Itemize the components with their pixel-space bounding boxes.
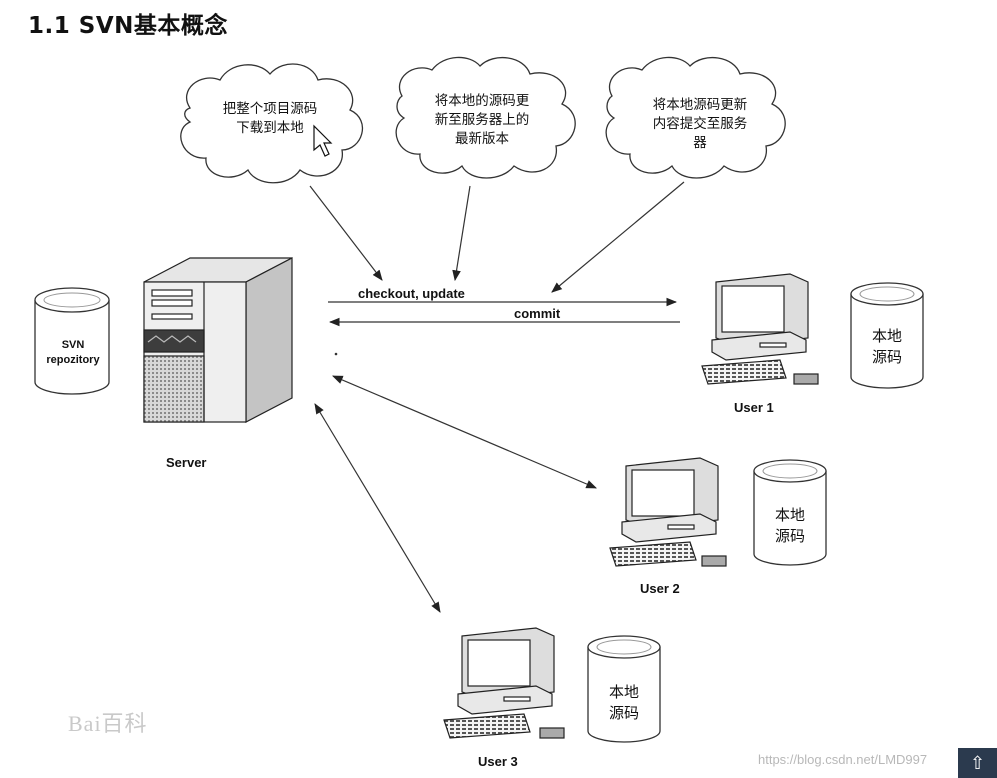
baidu-watermark: Bai百科 xyxy=(68,711,148,736)
user1-computer-icon xyxy=(701,273,819,385)
svn-repository-label: SVN repozitory xyxy=(46,339,100,366)
cloud-commit xyxy=(605,56,786,179)
arrow-up-icon: ⇧ xyxy=(969,752,986,773)
server-icon xyxy=(143,257,293,423)
user3-sync-arrow xyxy=(314,403,441,613)
server-label: Server xyxy=(166,455,207,470)
cloud-text-update: 将本地的源码更 新至服务器上的 最新版本 xyxy=(434,93,530,147)
user1-local-db-icon xyxy=(850,282,924,389)
csdn-watermark: https://blog.csdn.net/LMD997 xyxy=(758,752,928,767)
back-to-top-button[interactable]: ⇧ xyxy=(958,748,997,778)
user2-computer-icon xyxy=(609,457,727,567)
checkout-update-label: checkout, update xyxy=(358,286,465,301)
mouse-cursor-icon xyxy=(313,124,333,157)
user2-local-db-icon xyxy=(753,459,827,566)
user1-label: User 1 xyxy=(734,400,774,415)
svn-repository-icon xyxy=(34,287,110,395)
user3-local-db-icon xyxy=(587,635,661,743)
cloud-arrow-checkout xyxy=(309,185,383,281)
user3-db-label: 本地 源码 xyxy=(608,683,639,722)
user3-label: User 3 xyxy=(478,754,518,769)
user2-label: User 2 xyxy=(640,581,680,596)
cloud-text-commit: 将本地源码更新 内容提交至服务 器 xyxy=(652,97,748,151)
cloud-arrow-commit xyxy=(551,181,685,293)
cloud-arrow-update xyxy=(452,185,471,282)
user1-db-label: 本地 源码 xyxy=(871,327,902,366)
user2-db-label: 本地 源码 xyxy=(774,506,805,545)
user2-sync-arrow xyxy=(332,375,597,489)
cloud-update xyxy=(395,56,576,179)
page-title: 1.1 SVN基本概念 xyxy=(28,13,228,39)
cloud-checkout xyxy=(180,63,363,184)
user3-computer-icon xyxy=(443,627,565,739)
commit-label: commit xyxy=(514,306,561,321)
cloud-text-checkout: 把整个项目源码 下载到本地 xyxy=(222,101,318,136)
